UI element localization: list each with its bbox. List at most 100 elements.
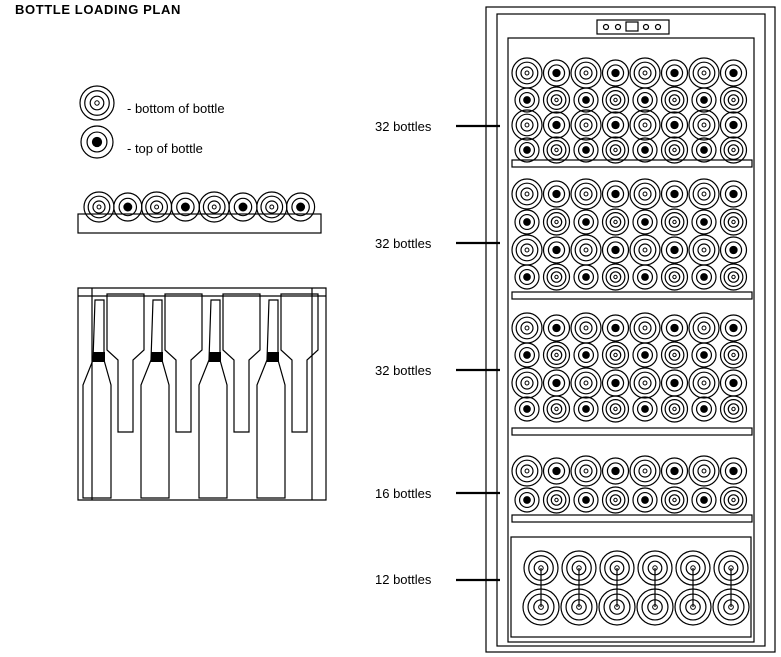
bottle-top-icon xyxy=(542,111,571,139)
cabinet-interior xyxy=(507,37,755,643)
shelf-3 xyxy=(511,312,753,436)
bottle-top-icon xyxy=(542,59,571,87)
upright-bottle xyxy=(280,293,319,433)
bottle-bottom-icon xyxy=(629,234,661,266)
bottle-top-icon xyxy=(514,209,540,235)
upright-bottle xyxy=(106,293,145,433)
upright-bottle xyxy=(164,293,203,433)
bottle-bottom-icon xyxy=(601,341,630,369)
bottle-top-icon xyxy=(691,342,717,368)
bottle-top-icon xyxy=(80,125,114,159)
bottle-bottom-icon xyxy=(542,136,571,164)
bottle-top-icon xyxy=(632,87,658,113)
cabinet-outer-frame xyxy=(485,6,776,653)
bottle-top-icon xyxy=(660,236,689,264)
inverted-bottle xyxy=(82,299,112,499)
bottle-top-icon xyxy=(514,87,540,113)
bottle-top-icon xyxy=(601,59,630,87)
bottle-bottom-icon xyxy=(601,486,630,514)
bottle-bottom-icon xyxy=(542,395,571,423)
bottle-bottom-icon xyxy=(719,486,748,514)
bottle-bottom-icon xyxy=(511,57,543,89)
bottle-bottom-icon xyxy=(198,191,230,223)
inverted-bottle xyxy=(198,299,228,499)
bottle-top-icon xyxy=(601,369,630,397)
bottle-top-icon xyxy=(660,111,689,139)
bottle-top-icon xyxy=(660,457,689,485)
bottle-bottom-icon xyxy=(719,341,748,369)
bottle-bottom-icon xyxy=(79,85,115,121)
bottle-top-icon xyxy=(170,192,200,222)
bottle-bottom-icon xyxy=(570,109,602,141)
bottle-top-icon xyxy=(573,209,599,235)
bottle-bottom-icon xyxy=(629,312,661,344)
bottle-bottom-icon xyxy=(719,136,748,164)
bottle-bottom-icon xyxy=(660,486,689,514)
bottle-top-icon xyxy=(719,59,748,87)
bottle-top-icon xyxy=(719,314,748,342)
bottle-bottom-icon xyxy=(570,178,602,210)
side-row-tray xyxy=(77,213,322,234)
bottle-bottom-icon xyxy=(570,234,602,266)
legend-bottom-of-bottle-label: - bottom of bottle xyxy=(127,101,225,116)
bottle-top-icon xyxy=(573,396,599,422)
bottle-bottom-icon xyxy=(688,109,720,141)
bottle-top-icon xyxy=(660,314,689,342)
bottle-top-icon xyxy=(601,457,630,485)
bottle-top-icon xyxy=(542,314,571,342)
bottle-bottom-icon xyxy=(660,208,689,236)
bottle-top-icon xyxy=(691,396,717,422)
bottle-top-icon xyxy=(601,111,630,139)
bottle-bottom-icon xyxy=(719,395,748,423)
legend-top-of-bottle-label: - top of bottle xyxy=(127,141,203,156)
bottle-top-icon xyxy=(691,264,717,290)
bottle-bottom-icon xyxy=(688,312,720,344)
bottle-bottom-icon xyxy=(629,178,661,210)
bottle-bottom-icon xyxy=(570,367,602,399)
bottle-bottom-icon xyxy=(601,136,630,164)
bottle-top-icon xyxy=(719,457,748,485)
bottle-bottom-icon xyxy=(542,341,571,369)
diagram-title: BOTTLE LOADING PLAN xyxy=(15,2,181,17)
wine-cabinet xyxy=(485,6,776,653)
bottle-top-icon xyxy=(573,487,599,513)
bottle-bottom-icon xyxy=(570,312,602,344)
bottle-top-icon xyxy=(719,369,748,397)
bottle-bottom-icon xyxy=(570,57,602,89)
bottle-top-icon xyxy=(228,192,258,222)
bottle-top-icon xyxy=(691,137,717,163)
bottle-top-icon xyxy=(113,192,143,222)
bottle-bottom-icon xyxy=(511,367,543,399)
shelf-5-count-label: 12 bottles xyxy=(375,572,432,587)
bottle-bottom-icon xyxy=(570,455,602,487)
bottle-top-icon xyxy=(719,236,748,264)
bottle-top-icon xyxy=(632,209,658,235)
bottle-bottom-icon xyxy=(511,234,543,266)
bottle-top-icon xyxy=(601,236,630,264)
shelf-1 xyxy=(511,57,753,168)
bottle-top-icon xyxy=(573,87,599,113)
inverted-bottle xyxy=(140,299,170,499)
bottle-top-icon xyxy=(601,180,630,208)
bottle-top-icon xyxy=(660,59,689,87)
bottle-bottom-icon xyxy=(601,208,630,236)
bottle-bottom-icon xyxy=(601,86,630,114)
rack-front-view xyxy=(77,287,327,501)
bottle-top-icon xyxy=(691,487,717,513)
bottom-drawer xyxy=(510,536,752,638)
drawer-outline xyxy=(510,536,752,638)
bottle-bottom-icon xyxy=(511,178,543,210)
bottle-top-icon xyxy=(514,137,540,163)
bottle-bottom-icon xyxy=(601,395,630,423)
bottle-top-icon xyxy=(514,264,540,290)
rack-outline xyxy=(77,287,327,501)
bottle-bottom-icon xyxy=(256,191,288,223)
bottle-bottom-icon xyxy=(719,208,748,236)
bottle-top-icon xyxy=(691,87,717,113)
bottle-bottom-icon xyxy=(511,312,543,344)
bottle-top-icon xyxy=(632,487,658,513)
bottle-top-icon xyxy=(719,180,748,208)
shelf-2-count-label: 32 bottles xyxy=(375,236,432,251)
shelf-tray xyxy=(511,514,753,523)
